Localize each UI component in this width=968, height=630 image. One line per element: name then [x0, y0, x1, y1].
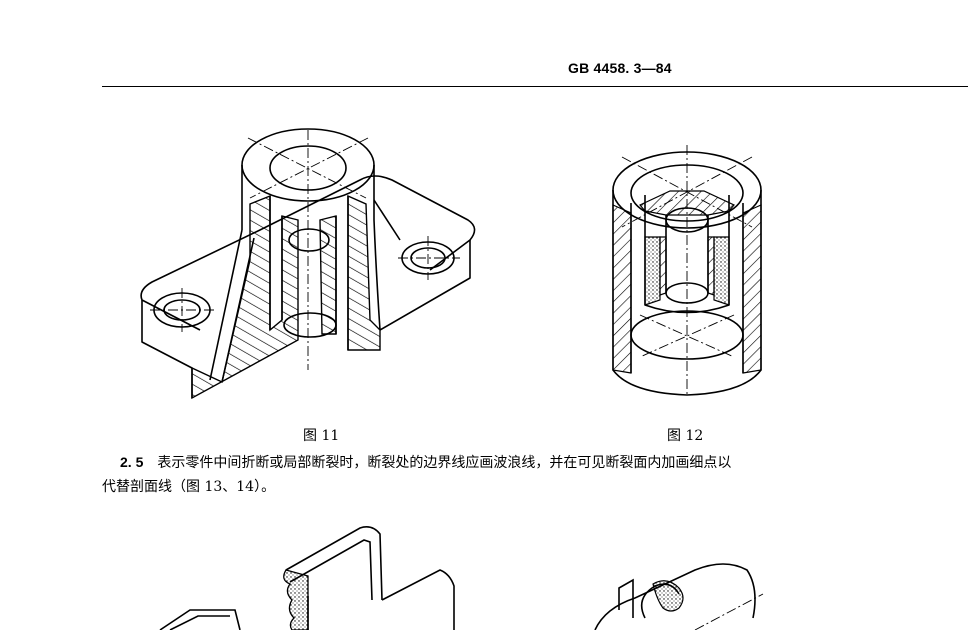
- figure-14-drawing: [594, 563, 764, 630]
- figure-12-drawing: [612, 145, 762, 396]
- standard-code: GB 4458. 3—84: [568, 60, 672, 76]
- figure-11-drawing: [140, 128, 476, 400]
- section-text-line-2: 代替剖面线（图 13、14）。: [102, 479, 276, 495]
- paragraph-line-1: 2. 5 表示零件中间折断或局部断裂时，断裂处的边界线应画波浪线，并在可见断裂面内…: [102, 450, 882, 475]
- section-number: 2. 5: [120, 454, 144, 470]
- section-2-5-paragraph: 2. 5 表示零件中间折断或局部断裂时，断裂处的边界线应画波浪线，并在可见断裂面内…: [102, 450, 882, 499]
- figure-12-caption: 图 12: [667, 428, 704, 444]
- header-rule: [102, 86, 968, 87]
- figure-13-drawing: [159, 526, 455, 630]
- figure-11-caption: 图 11: [303, 428, 340, 444]
- section-text-line-1: 表示零件中间折断或局部断裂时，断裂处的边界线应画波浪线，并在可见断裂面内加画细点…: [157, 455, 732, 471]
